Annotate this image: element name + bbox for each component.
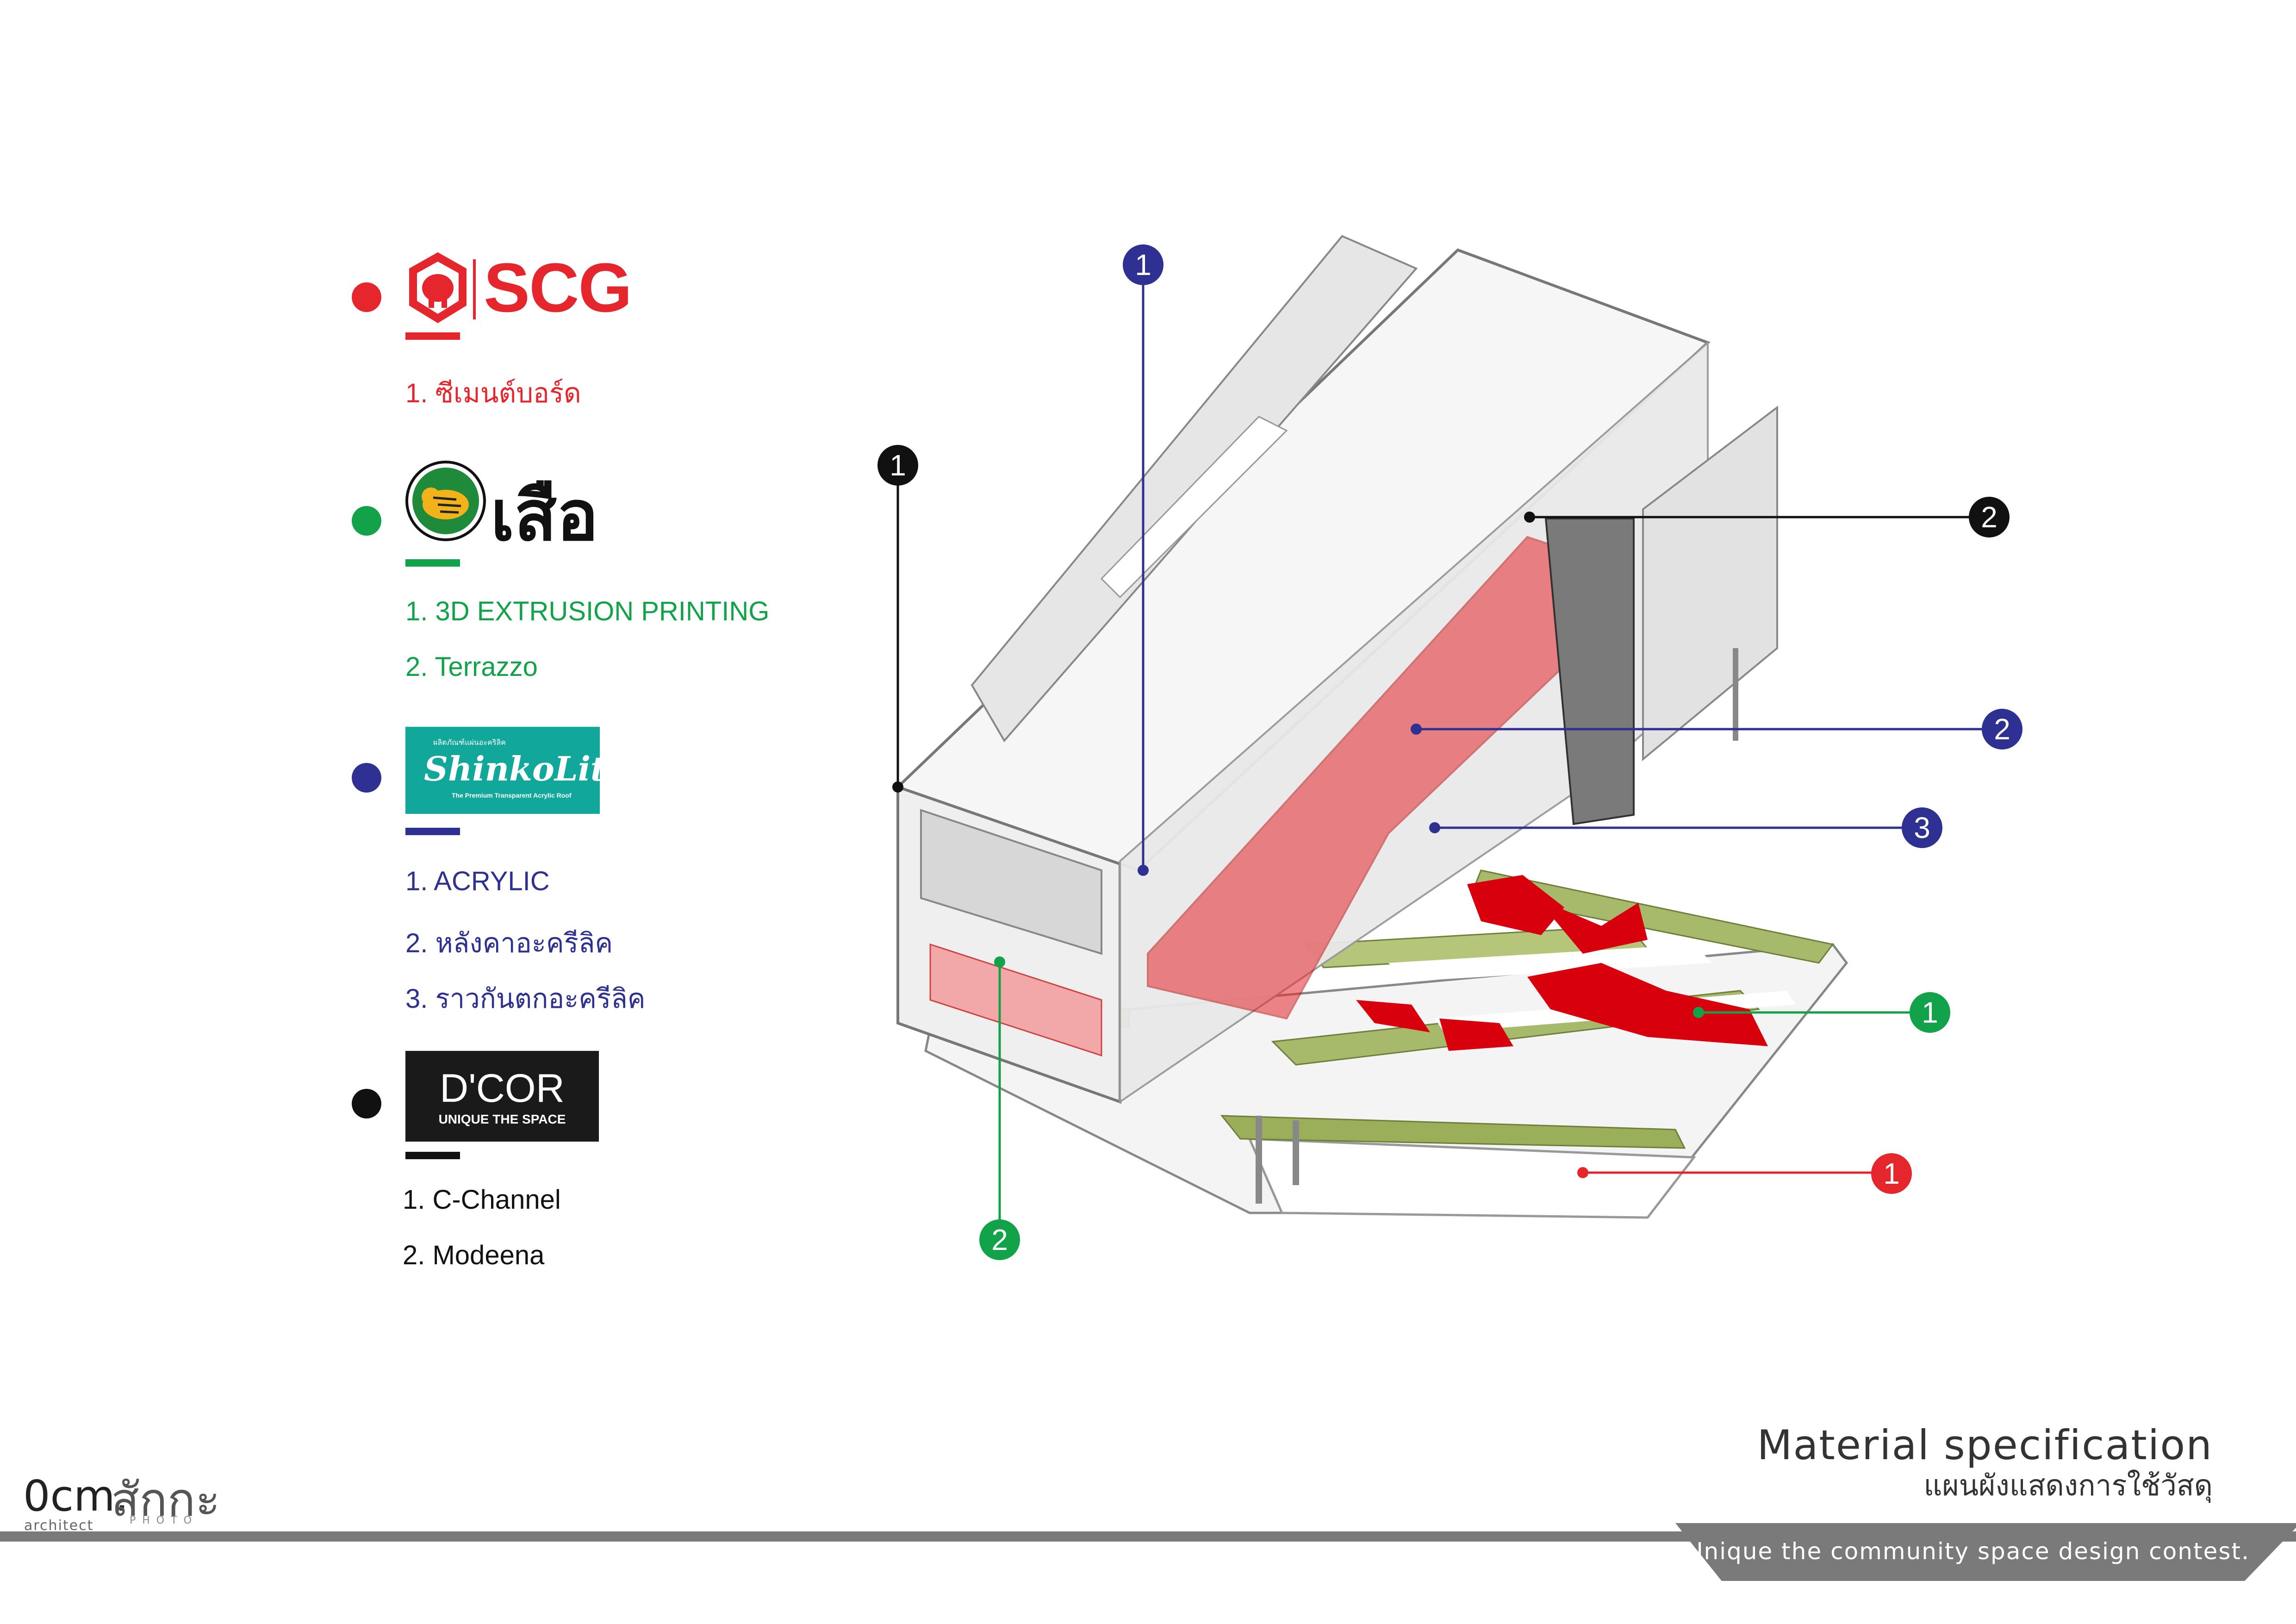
marker-blue-1: 1 (1123, 244, 1164, 285)
brand-ocm-sub: architect (24, 1518, 94, 1534)
dcor-logo-tagline: UNIQUE THE SPACE (438, 1112, 566, 1126)
dcor-logo-text: D'COR (440, 1066, 565, 1111)
green-strip-1 (1220, 1115, 1686, 1149)
brand-sakka-sub: PHOTO (130, 1515, 198, 1526)
leader-dot-blue-3 (1429, 822, 1440, 833)
suea-bullet (352, 506, 381, 536)
shinkolite-logo-small: ผลิตภัณฑ์แผ่นอะคริลิค (433, 738, 506, 747)
brand-ocm-logo: 0cm. (23, 1471, 129, 1521)
leader-dot-blue-1 (1138, 865, 1149, 876)
tiger-logo-icon (405, 461, 486, 541)
shinkolite-item-1: 1. ACRYLIC (405, 866, 550, 896)
front-window (920, 809, 1102, 955)
brand-sakka-logo: สักกะ (111, 1473, 220, 1527)
leader-dot-black-2 (1524, 512, 1535, 523)
upper-right-box (1642, 405, 1778, 762)
marker-black-2: 2 (1969, 497, 2010, 537)
marker-label: 1 (1883, 1157, 1900, 1190)
leader-dot-green-1 (1693, 1007, 1704, 1018)
steel-channel-column (1544, 518, 1635, 825)
red-seat-4 (1356, 1000, 1430, 1032)
dcor-item-1: 1. C-Channel (403, 1185, 561, 1215)
shinkolite-logo-tagline: The Premium Transparent Acrylic Roof (452, 792, 572, 799)
front-railing-red (929, 943, 1102, 1057)
footer-banner-text: Unique the community space design contes… (1686, 1538, 2250, 1565)
shinkolite-logo: ผลิตภัณฑ์แผ่นอะคริลิค ShinkoLite The Pre… (405, 727, 627, 814)
marker-label: 1 (1922, 996, 1938, 1029)
suea-underline (405, 559, 460, 567)
red-seat-1 (1467, 875, 1564, 935)
shinkolite-underline (405, 828, 460, 835)
leader-dot-blue-2 (1411, 724, 1422, 735)
marker-label: 1 (890, 449, 906, 482)
dcor-bullet (352, 1089, 381, 1118)
suea-item-1: 1. 3D EXTRUSION PRINTING (405, 596, 770, 626)
lower-deck (1248, 1137, 1696, 1219)
marker-green-1: 1 (1910, 992, 1950, 1033)
shinkolite-item-2: 2. หลังคาอะครีลิค (405, 928, 613, 958)
scg-item-1: 1. ซีเมนต์บอร์ด (405, 378, 581, 408)
marker-label: 2 (1981, 500, 1997, 534)
acrylic-roof-red (1147, 536, 1584, 1020)
path-band-1 (1388, 944, 1712, 981)
marker-label: 2 (1994, 712, 2010, 746)
roof-ramp-inner (1100, 416, 1288, 599)
marker-label: 2 (991, 1223, 1008, 1256)
marker-red-1: 1 (1871, 1153, 1912, 1194)
marker-blue-3: 3 (1902, 807, 1942, 848)
dcor-underline (405, 1152, 460, 1159)
shinkolite-item-3: 3. ราวกันตกอะครีลิค (405, 984, 646, 1014)
marker-black-1: 1 (877, 445, 918, 486)
red-seat-2 (1537, 898, 1648, 954)
suea-logo-text: เสือ (491, 476, 598, 556)
scg-logo-divider (473, 259, 476, 319)
leader-dot-red-1 (1577, 1167, 1588, 1178)
footer-title: Material specification (1757, 1421, 2213, 1469)
dcor-logo: D'COR UNIQUE THE SPACE (405, 1051, 599, 1142)
scg-elephant-logo-icon (409, 252, 467, 323)
shinkolite-bullet (352, 763, 381, 793)
suea-item-2: 2. Terrazzo (405, 652, 538, 682)
footer-subtitle: แผนผังแสดงการใช้วัสดุ (1923, 1468, 2213, 1502)
scg-logo-text: SCG (484, 249, 632, 326)
marker-label: 1 (1135, 248, 1151, 281)
footer-banner (1675, 1523, 2296, 1581)
red-seat-3 (1527, 963, 1768, 1046)
marker-label: 3 (1914, 811, 1930, 844)
leader-dot-green-2 (994, 956, 1005, 968)
leader-dot-black-1 (892, 781, 903, 793)
marker-green-2: 2 (979, 1219, 1020, 1260)
scg-bullet (352, 282, 381, 312)
scg-underline (405, 332, 460, 340)
dcor-item-2: 2. Modeena (403, 1240, 545, 1270)
shinkolite-logo-text: ShinkoLite (424, 749, 627, 788)
marker-blue-2: 2 (1982, 709, 2022, 750)
red-seat-5 (1439, 1018, 1513, 1051)
